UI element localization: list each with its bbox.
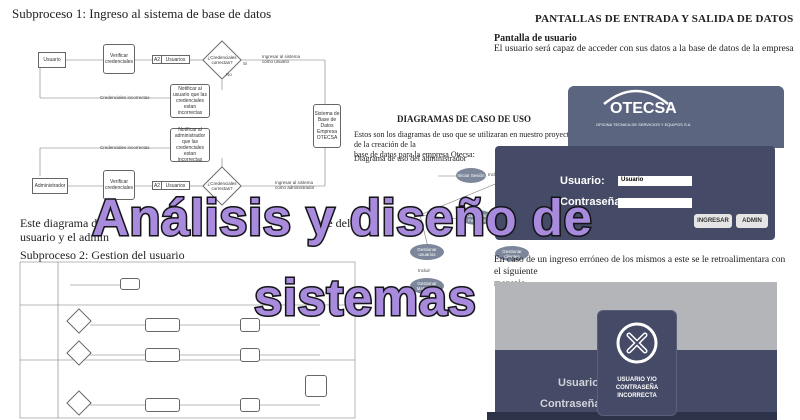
doc-paragraph: Este diagrama deta rte del usuario y el … (20, 216, 350, 244)
pantalla-usuario-desc: El usuario será capaz de acceder con sus… (494, 44, 794, 54)
flow2-box (305, 375, 327, 397)
close-circle-icon (616, 322, 658, 364)
error-message-line2: CONTRASEÑA (615, 385, 659, 391)
otecsa-logo: OTECSA (610, 100, 677, 117)
ingresar-admin-label: Ingresar al sistema como administrador (275, 180, 315, 190)
flow2-box (145, 348, 180, 362)
error-panel-footer (487, 412, 777, 420)
sistema-base-node: Sistema de Base de Datos Empresa OTECSA (313, 104, 341, 148)
uc-gestionar-usuarios: Gestionar usuarios (410, 244, 444, 260)
headline-line2: sistemas (252, 268, 477, 328)
flow2-box (145, 318, 180, 332)
uc-iniciar-sesion: Iniciar Sesión (456, 168, 486, 183)
credenciales-incorrectas-label: Credenciales incorrectas (100, 95, 150, 100)
flow2-box (120, 278, 140, 290)
flow2-box (240, 348, 260, 362)
uc-gestionar-facturas: Gestionar Facturas (460, 210, 494, 225)
incluir-label: Incluir (488, 172, 501, 177)
error-desc-line1: En caso de un ingreso erróneo de los mis… (494, 255, 786, 277)
flow2-box (240, 318, 260, 332)
admin-button[interactable]: ADMIN (736, 214, 768, 228)
casos-sub: Diagrama de uso del administrador (354, 154, 467, 163)
notificar-admin-node: Notificar al administrador que las crede… (170, 127, 210, 163)
administrador-node: Administrador (32, 178, 68, 194)
casos-desc-line2: base de datos para la empresa Otecsa: (354, 150, 475, 159)
otecsa-logo-subtitle: OFICINA TECNICA DE SERVICIOS Y EQUIPOS S… (596, 122, 691, 127)
uc-gestionar-materiales: Gestionar Materiales (410, 278, 444, 294)
pantallas-title: PANTALLAS DE ENTRADA Y SALIDA DE DATOS (535, 13, 794, 25)
usuario-input[interactable]: Usuario (618, 176, 692, 186)
decision-credenciales-2-label: ¿Credenciales correctas? (207, 181, 237, 191)
contrasena-input[interactable] (618, 198, 692, 208)
incluir-label-2: Incluir (418, 268, 431, 273)
error-contrasena-label: Contraseña (540, 398, 601, 410)
a2-tag: A2 (152, 55, 162, 64)
ingresar-button[interactable]: INGRESAR (694, 214, 732, 228)
usuario-label: Usuario: (560, 175, 605, 187)
ingresar-sistema-label: Ingresar al sistema como usuario (262, 54, 301, 64)
headline-line1: Análisis y diseño de (90, 188, 593, 248)
usuarios-store-2: Usuarios (162, 181, 190, 190)
contrasena-label: Contraseña (560, 196, 621, 208)
error-message-line3: INCORRECTA (617, 393, 657, 399)
pantalla-usuario-title: Pantalla de usuario (494, 33, 577, 44)
flow2-box (145, 398, 180, 412)
decision-credenciales-label: ¿Credenciales correctas? (207, 55, 237, 65)
si-label: Si (243, 61, 248, 66)
verificar-node: Verificar credenciales (103, 44, 135, 74)
credenciales-incorrectas-2-label: Credenciales incorrectas (100, 145, 150, 150)
flow2-box (240, 398, 260, 412)
casos-title: DIAGRAMAS DE CASO DE USO (397, 114, 532, 124)
no-label: No (226, 72, 232, 77)
error-message-line1: USUARIO Y/O (617, 377, 657, 383)
doc-paragraph-line1-tail: rte del (320, 216, 351, 230)
casos-desc: Estos son los diagramas de uso que se ut… (354, 130, 579, 160)
error-message: USUARIO Y/O CONTRASEÑA INCORRECTA (597, 376, 677, 400)
error-usuario-label: Usuario (558, 377, 599, 389)
usuario-node: Usuario (38, 52, 66, 68)
uc-gestionar-clientes: Gestionar clientes (495, 246, 529, 261)
login-panel-header (568, 86, 784, 148)
a2-tag-2: A2 (152, 181, 162, 190)
subproceso2-title: Subproceso 2: Gestion del usuario (20, 248, 185, 262)
doc-paragraph-line2: usuario y el admin (20, 230, 109, 244)
subproceso1-title: Subproceso 1: Ingreso al sistema de base… (12, 6, 272, 21)
usuarios-store: Usuarios (162, 55, 190, 64)
doc-paragraph-line1: Este diagrama deta (20, 216, 112, 230)
verificar-2-node: Verificar credenciales (103, 170, 135, 200)
casos-desc-line1: Estos son los diagramas de uso que se ut… (354, 130, 573, 149)
notificar-usuario-node: Notificar al usuario que las credenciale… (170, 84, 210, 118)
logo-arc (603, 89, 669, 105)
